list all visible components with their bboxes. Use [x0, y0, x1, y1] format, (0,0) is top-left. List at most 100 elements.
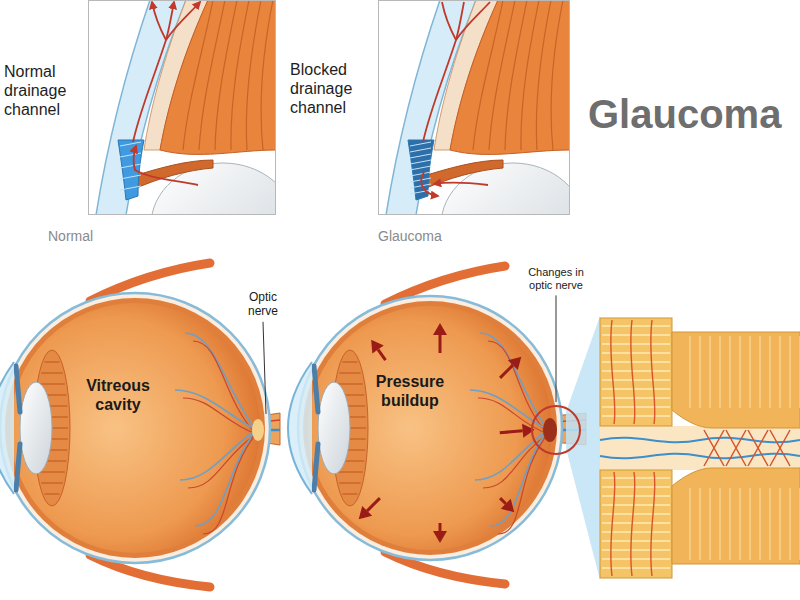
optic-nerve-closeup — [600, 318, 800, 578]
sheath-stripe — [602, 406, 670, 408]
title: Glaucoma — [588, 90, 793, 138]
inset-frame — [379, 1, 570, 215]
leader-line — [263, 322, 266, 414]
muscle-stripe — [199, 0, 225, 150]
sclera — [0, 293, 270, 563]
retinal-vein — [180, 430, 256, 480]
sheath-stripe — [602, 558, 670, 560]
sheath-stripe — [602, 540, 670, 542]
sheath-stripe — [602, 513, 670, 515]
retina — [308, 306, 552, 550]
blocked-flow-arrow — [421, 172, 438, 196]
part-label-box: Optic nerve — [240, 290, 286, 319]
central-vein — [600, 454, 800, 459]
inset-frame — [89, 1, 276, 215]
fibre-stripe — [779, 336, 781, 408]
fibre-stripe — [789, 488, 791, 560]
pressure-arrowhead — [433, 323, 447, 335]
trabecular-meshwork — [118, 140, 144, 200]
retinal-artery — [183, 398, 256, 434]
ciliary-stripe — [41, 482, 63, 483]
central-artery — [748, 430, 768, 466]
drainage-label-box: Normal drainage channel — [4, 62, 84, 120]
ciliary-stripe — [44, 361, 59, 362]
fibre-stripe — [769, 488, 771, 560]
nerve-core — [600, 426, 800, 470]
figure-caption-box: Normal — [48, 228, 128, 245]
muscle-stripe — [261, 0, 273, 150]
fibre-stripe — [729, 336, 731, 408]
muscle-stripe — [183, 0, 213, 150]
flow-arrow — [133, 146, 198, 185]
pressure-arrow — [367, 498, 380, 511]
retinal-vein — [185, 333, 256, 430]
meshwork-hatch — [410, 154, 431, 158]
retinal-artery — [203, 434, 256, 534]
part-label: Changes in optic nerve — [520, 266, 592, 292]
retinal-artery — [488, 341, 548, 434]
pressure-arrowhead — [433, 531, 447, 543]
fibre-stripe — [739, 336, 741, 408]
meshwork-hatch — [410, 160, 431, 164]
sheath-stripe — [602, 504, 670, 506]
sheath-stripe — [602, 415, 670, 417]
trabecular-meshwork — [408, 140, 434, 200]
optic-disc — [252, 419, 264, 441]
meshwork-hatch — [120, 164, 141, 168]
sheath-stripe — [602, 388, 670, 390]
figure-caption: Normal — [48, 228, 128, 245]
sheath-stripe — [602, 397, 670, 399]
drainage-vessel — [166, 2, 200, 40]
meshwork-hatch — [120, 142, 141, 146]
iris — [16, 444, 20, 490]
iris — [314, 444, 318, 490]
eye-figure — [0, 263, 280, 587]
muscle-stripe — [215, 0, 237, 150]
fibre-stripe — [699, 336, 701, 408]
highlight-circle — [532, 406, 580, 454]
drainage-inset — [88, 0, 276, 215]
sheath-stripe — [602, 325, 670, 327]
sheath-stripe — [602, 549, 670, 551]
central-vein — [600, 438, 800, 443]
drainage-label-box: Blocked drainage channel — [290, 60, 374, 118]
fibre-stripe — [789, 336, 791, 408]
ciliary-stripe — [44, 493, 59, 494]
central-artery — [726, 430, 746, 466]
meshwork-hatch — [120, 153, 141, 157]
drainage-vessel — [442, 2, 456, 40]
sheath-vessel — [631, 320, 635, 424]
cornea — [0, 362, 14, 494]
retinal-artery — [188, 434, 256, 488]
ciliary-stripe — [342, 493, 357, 494]
pressure-arrowhead — [359, 506, 372, 519]
ciliary-stripe — [342, 361, 357, 362]
ciliary-body — [450, 0, 570, 154]
figure-caption: Glaucoma — [378, 228, 478, 245]
drainage-vessel — [423, 2, 464, 142]
pressure-arrow — [500, 365, 513, 378]
ciliary-stripe — [337, 383, 363, 384]
drainage-label: Normal drainage channel — [4, 62, 84, 120]
pressure-arrow — [500, 431, 523, 433]
part-label-box: Pressure buildup — [368, 372, 452, 410]
fibre-stripe — [729, 488, 731, 560]
sheath-vessel — [631, 472, 635, 576]
ciliary-stripe — [41, 372, 63, 373]
drainage-vessel — [133, 2, 174, 142]
sclera — [298, 296, 562, 560]
iris — [314, 366, 318, 412]
fibre-stripe — [759, 488, 761, 560]
sheath-stripe — [602, 352, 670, 354]
part-label: Vitreous cavity — [68, 376, 168, 414]
figure-caption-box: Glaucoma — [378, 228, 478, 245]
meshwork-hatch — [410, 148, 431, 152]
meshwork-hatch — [410, 166, 431, 170]
eye-figure — [288, 266, 586, 584]
pressure-arrow — [439, 335, 442, 353]
drainage-vessel — [456, 2, 490, 40]
pressure-arrowhead — [501, 499, 514, 512]
muscle-stripe — [551, 0, 563, 150]
